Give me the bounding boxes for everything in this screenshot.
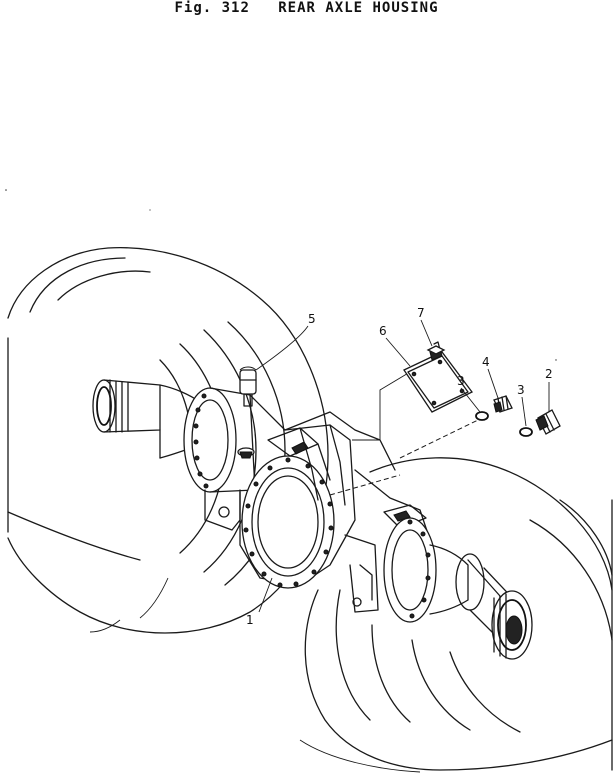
- part-5-breather: [239, 366, 257, 407]
- callout-3-left: 3: [457, 374, 465, 388]
- callout-3-right: 3: [517, 383, 525, 397]
- center-housing: [237, 371, 479, 589]
- callout-1: 1: [246, 613, 254, 627]
- figure-title: Fig. 312 REAR AXLE HOUSING: [0, 0, 613, 20]
- right-axle-housing: [344, 469, 533, 660]
- part-3-o-ring-right: [519, 427, 533, 437]
- part-6-cover-plate: [403, 351, 473, 413]
- callout-labels: 1 2 3 3 4 5 6 7: [246, 306, 553, 627]
- callout-4: 4: [482, 355, 490, 369]
- left-hub-flange: [183, 387, 256, 531]
- part-2-drain-plug: [535, 409, 561, 435]
- callout-6: 6: [379, 324, 387, 338]
- leader-lines: [255, 319, 550, 613]
- callout-5: 5: [308, 312, 316, 326]
- callout-7: 7: [417, 306, 425, 320]
- part-4-plug: [493, 395, 513, 413]
- callout-2: 2: [545, 367, 553, 381]
- part-7-bolt: [426, 341, 446, 361]
- figure-label: Fig. 312: [174, 0, 250, 16]
- scan-specks: [5, 189, 557, 361]
- figure-name: REAR AXLE HOUSING: [278, 0, 439, 16]
- right-tire: [299, 457, 613, 773]
- part-3-o-ring-left: [475, 411, 489, 421]
